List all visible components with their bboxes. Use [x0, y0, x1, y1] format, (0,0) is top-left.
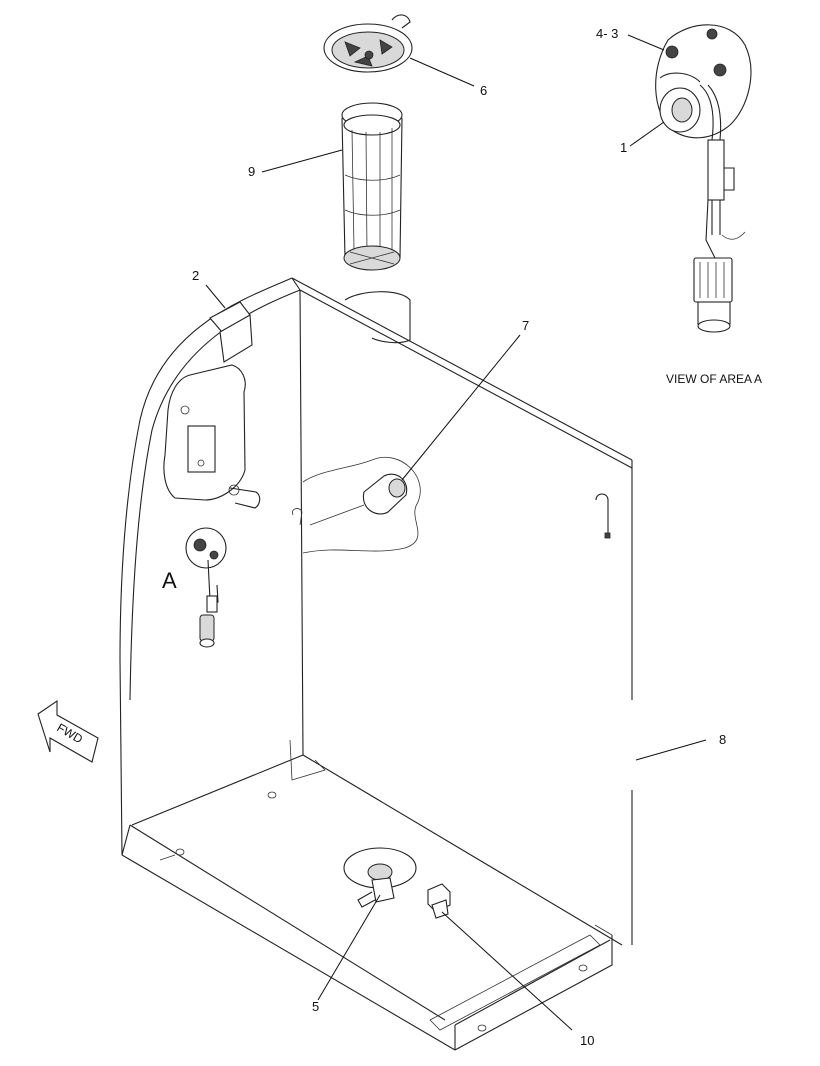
part-7-grommet	[309, 473, 408, 526]
area-letter-a: A	[162, 568, 177, 593]
leader-lines	[205, 34, 707, 1031]
part-2-clip	[209, 301, 253, 363]
part-9-strainer	[341, 102, 403, 271]
callout-8: 8	[719, 732, 726, 747]
fuel-tank	[119, 277, 633, 1051]
callout-10: 10	[580, 1033, 594, 1048]
callout-2: 2	[192, 268, 199, 283]
callout-6: 6	[480, 83, 487, 98]
part-10-plug	[427, 883, 451, 919]
part-5-drain	[343, 847, 417, 908]
callout-9: 9	[248, 164, 255, 179]
callout-1: 1	[620, 140, 627, 155]
callout-numbers: 6 9 2 7 8 5 10 4- 3 1	[192, 26, 726, 1048]
sender-mount-bracket	[163, 364, 261, 509]
callout-7: 7	[522, 318, 529, 333]
sender-unit-small	[185, 527, 227, 648]
fwd-direction-arrow: FWD	[37, 699, 99, 763]
view-caption: VIEW OF AREA A	[666, 372, 762, 386]
part-6-cap	[323, 14, 413, 73]
callout-4-3: 4- 3	[596, 26, 618, 41]
callout-5: 5	[312, 999, 319, 1014]
view-of-area-a-detail	[655, 24, 752, 333]
